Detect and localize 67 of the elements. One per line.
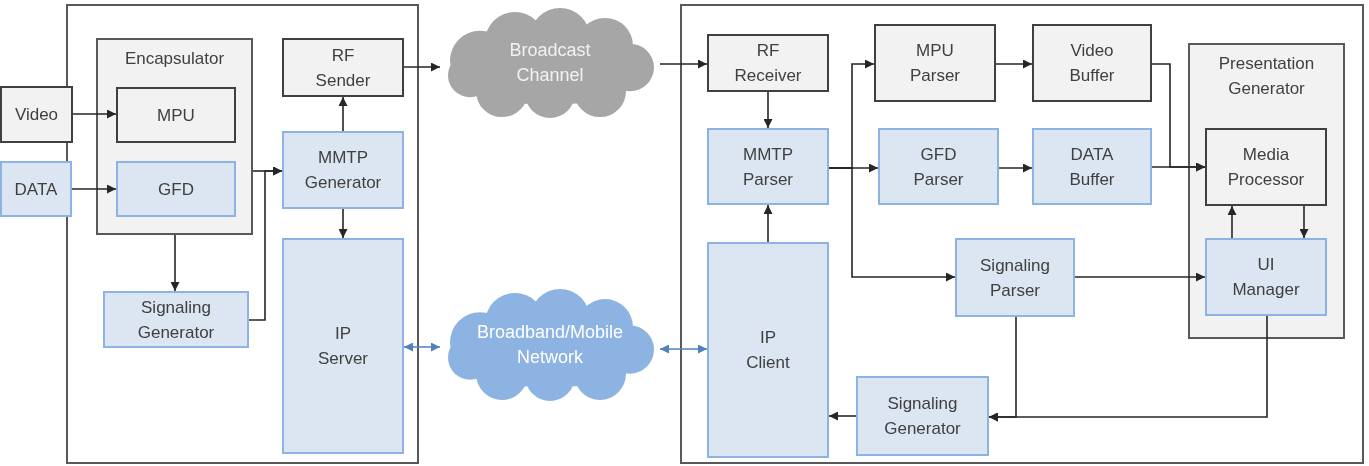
box-label: IP Server	[317, 323, 369, 370]
arrow	[1299, 205, 1309, 239]
process-box	[874, 24, 996, 102]
box-label: UI Manager	[1232, 254, 1300, 301]
box-label: Signaling Parser	[980, 254, 1050, 302]
system-frame	[680, 4, 1364, 464]
process-box	[282, 131, 404, 209]
box-label: MMTP Parser	[742, 143, 794, 191]
box-label: GFD	[158, 178, 194, 201]
process-box	[282, 238, 404, 454]
group-title: Presentation Generator	[1218, 53, 1315, 100]
process-box	[707, 242, 829, 458]
process-box	[856, 376, 989, 456]
group-box	[96, 38, 253, 235]
double-arrow	[659, 344, 708, 354]
arrow	[998, 163, 1033, 173]
group-box	[1188, 43, 1345, 339]
arrow	[763, 91, 773, 129]
double-arrow	[403, 342, 441, 352]
arrow	[72, 109, 117, 119]
system-frame	[66, 4, 419, 464]
process-box	[103, 291, 249, 348]
box-label: MPU	[157, 104, 195, 127]
box-label: IP Client	[746, 327, 790, 374]
arrow	[763, 204, 773, 243]
process-box	[0, 161, 72, 217]
box-label: MPU Parser	[909, 40, 961, 87]
process-box	[955, 238, 1075, 317]
process-box	[1205, 128, 1327, 206]
process-box	[0, 86, 73, 143]
process-box	[707, 34, 829, 92]
box-label: Video	[14, 104, 59, 126]
arrow	[1151, 162, 1206, 172]
arrow	[403, 62, 441, 72]
process-box	[707, 128, 829, 205]
group-title: Encapsulator	[124, 48, 225, 70]
cloud-label: Broadcast Channel	[509, 39, 591, 87]
box-label: RF Sender	[315, 44, 371, 92]
process-box	[116, 161, 236, 217]
box-label: Media Processor	[1227, 144, 1305, 191]
box-label: Signaling Generator	[137, 296, 215, 344]
box-label: GFD Parser	[913, 143, 964, 191]
box-label: DATA	[14, 178, 58, 201]
arrow	[248, 166, 283, 321]
process-box	[1032, 128, 1152, 205]
arrow	[338, 96, 348, 132]
process-box	[282, 38, 404, 97]
arrow	[828, 411, 857, 421]
arrow	[1227, 205, 1237, 239]
arrow	[170, 234, 180, 292]
process-box	[878, 128, 999, 205]
arrow	[1074, 272, 1206, 282]
arrow	[71, 184, 117, 194]
box-label: Signaling Generator	[884, 393, 961, 440]
process-box	[1205, 238, 1327, 316]
arrow	[338, 208, 348, 239]
arrow	[988, 316, 1017, 422]
cloud-label: Broadband/Mobile Network	[475, 321, 625, 369]
box-label: Video Buffer	[1069, 40, 1115, 87]
box-label: MMTP Generator	[304, 147, 382, 194]
box-label: DATA Buffer	[1069, 143, 1115, 191]
process-box	[1032, 24, 1152, 102]
box-label: RF Receiver	[734, 40, 802, 87]
process-box	[116, 87, 236, 143]
arrow	[659, 59, 708, 69]
arrow	[995, 59, 1033, 69]
arrow	[828, 167, 956, 282]
